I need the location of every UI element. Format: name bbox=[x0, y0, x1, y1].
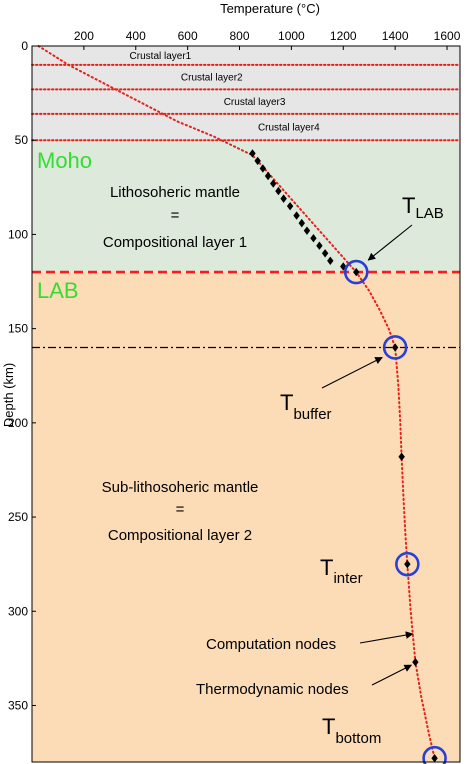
y-tick-label: 100 bbox=[8, 227, 28, 241]
thermodynamic-node bbox=[353, 267, 360, 277]
thermodynamic-node bbox=[264, 171, 272, 181]
thermodynamic-node bbox=[316, 241, 323, 250]
x-tick-label: 200 bbox=[74, 29, 94, 43]
arrow-t-buffer bbox=[321, 356, 383, 389]
highlight-circle-t-lab bbox=[343, 259, 369, 285]
sub-litho-label-line2: Compositional layer 2 bbox=[108, 527, 252, 544]
boundary-lines bbox=[31, 63, 461, 349]
highlight-circles bbox=[343, 259, 447, 764]
crustal-layer-label: Crustal layer1 bbox=[130, 51, 192, 62]
sub-litho-label-eq: = bbox=[176, 501, 185, 518]
crustal-layer-label: Crustal layer4 bbox=[258, 123, 320, 134]
annotation-arrows bbox=[321, 224, 414, 686]
x-tick-label: 800 bbox=[229, 29, 249, 43]
t-bottom-label: Tbottom bbox=[322, 714, 381, 747]
y-tick-label: 0 bbox=[21, 39, 28, 53]
zone-backgrounds bbox=[32, 46, 460, 762]
t-inter-label: Tinter bbox=[320, 555, 363, 587]
x-tick-label: 1000 bbox=[278, 29, 305, 43]
highlight-circle-t-buffer bbox=[382, 335, 408, 360]
thermodynamic-node bbox=[404, 559, 411, 569]
computation-nodes-label: Computation nodes bbox=[206, 636, 336, 653]
zone-sub-lithospheric-mantle bbox=[32, 272, 460, 762]
t-lab-label: TLAB bbox=[402, 193, 444, 222]
axes: 200 400 600 800 1000 1200 1400 1600 0 50 100 150 200… bbox=[8, 29, 461, 763]
thermodynamic-node bbox=[298, 218, 305, 228]
crustal-layer-label: Crustal layer3 bbox=[224, 97, 286, 108]
x-tick-label: 1600 bbox=[434, 29, 461, 43]
thermodynamic-node bbox=[310, 233, 317, 243]
thermodynamic-node bbox=[270, 179, 277, 188]
thermodynamic-nodes-label: Thermodynamic nodes bbox=[196, 681, 349, 698]
highlight-circle-t-bottom bbox=[422, 745, 447, 764]
y-tick-label: 250 bbox=[8, 510, 28, 524]
litho-label-line2: Compositional layer 1 bbox=[103, 234, 247, 251]
computation-node-trace bbox=[37, 45, 436, 760]
t-buffer-label: Tbuffer bbox=[280, 390, 332, 423]
thermodynamic-node bbox=[293, 211, 300, 220]
thermodynamic-node bbox=[321, 249, 329, 258]
thermodynamic-node bbox=[280, 194, 287, 203]
thermodynamic-node bbox=[412, 657, 419, 667]
arrow-computation-nodes bbox=[359, 631, 414, 644]
x-tick-label: 1400 bbox=[382, 29, 409, 43]
y-tick-label: 50 bbox=[15, 133, 29, 147]
x-tick-label: 400 bbox=[126, 29, 146, 43]
arrow-t-lab bbox=[367, 224, 413, 261]
thermodynamic-node bbox=[249, 149, 256, 158]
zone-crust bbox=[32, 46, 460, 141]
y-tick-label: 300 bbox=[8, 604, 28, 618]
litho-label-eq: = bbox=[171, 207, 180, 224]
x-tick-label: 1200 bbox=[330, 29, 357, 43]
thermodynamic-node bbox=[431, 754, 438, 763]
x-axis-title: Temperature (°C) bbox=[220, 1, 320, 16]
y-tick-label: 200 bbox=[8, 416, 28, 430]
thermodynamic-node bbox=[254, 156, 261, 166]
moho-label: Moho bbox=[37, 148, 92, 173]
zone-lithospheric-mantle bbox=[32, 140, 460, 273]
lab-label: LAB bbox=[37, 278, 79, 303]
computation-nodes bbox=[37, 45, 436, 760]
arrow-thermodynamic-nodes bbox=[371, 664, 413, 686]
litho-label-line1: Lithosoheric mantle bbox=[110, 184, 240, 201]
thermodynamic-node bbox=[303, 226, 311, 235]
plot-frame bbox=[31, 45, 461, 763]
x-tick-label: 600 bbox=[178, 29, 198, 43]
y-tick-label: 350 bbox=[8, 698, 28, 712]
thermodynamic-nodes bbox=[249, 149, 438, 763]
crustal-layer-label: Crustal layer2 bbox=[181, 73, 243, 84]
thermodynamic-node bbox=[398, 452, 405, 461]
y-tick-label: 150 bbox=[8, 322, 28, 336]
thermodynamic-node bbox=[275, 186, 282, 196]
thermodynamic-node bbox=[286, 201, 294, 211]
highlight-circle-t-inter bbox=[395, 551, 420, 577]
thermodynamic-node bbox=[259, 164, 267, 173]
thermodynamic-node bbox=[327, 256, 334, 265]
y-axis-title: Depth (km) bbox=[1, 363, 16, 427]
thermodynamic-node bbox=[391, 343, 399, 352]
sub-litho-label-line1: Sub-lithosoheric mantle bbox=[102, 479, 259, 496]
